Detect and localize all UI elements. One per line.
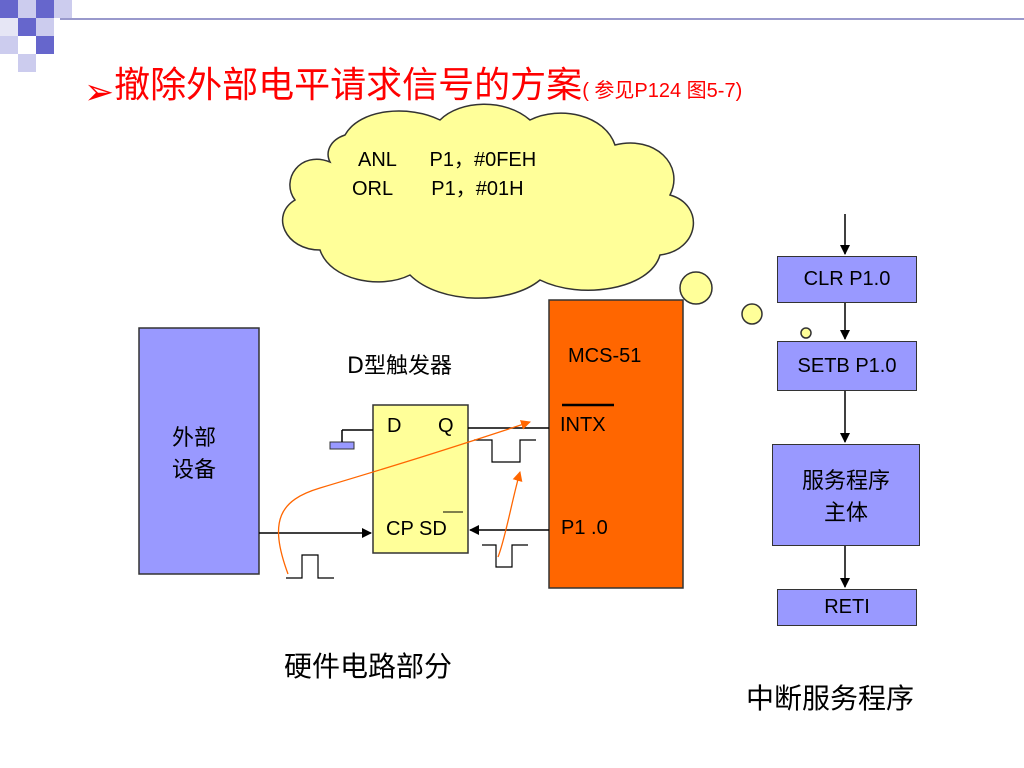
p10-waveform <box>482 544 528 568</box>
thought-bubble-small <box>800 327 812 339</box>
dff-q-pin: Q <box>438 415 454 437</box>
cloud-code-line-1: ANL P1，#0FEH <box>358 149 537 171</box>
clear-curve <box>497 471 523 558</box>
external-device-label-line-1: 外部 <box>172 426 217 451</box>
slide-title: ➢撤除外部电平请求信号的方案( 参见P124 图5-7) <box>84 56 742 113</box>
dff-cp-sd-pins: CP SD <box>386 518 447 540</box>
d-flipflop-box <box>372 404 469 554</box>
title-rule <box>60 18 1024 20</box>
dff-title: D型触发器 <box>347 354 452 379</box>
d-input-low-symbol <box>329 441 355 450</box>
mcu-label: MCS-51 <box>568 345 642 367</box>
thought-bubble-large <box>679 271 713 305</box>
cloud-code-line-2: ORL P1，#01H <box>352 178 524 200</box>
isr-caption: 中断服务程序 <box>746 682 915 715</box>
isr-body-line-2: 主体 <box>823 500 868 525</box>
p10-pin-label: P1 .0 <box>561 517 608 539</box>
isr-step-setb: SETB P1.0 <box>777 341 917 391</box>
thought-bubble-medium <box>741 303 763 325</box>
external-device-box <box>138 327 260 575</box>
arrow-bullet-icon: ➢ <box>84 72 115 113</box>
isr-body-line-1: 服务程序 <box>801 468 890 493</box>
isr-step-reti: RETI <box>777 589 917 626</box>
isr-step-clr: CLR P1.0 <box>777 256 917 303</box>
title-reference: ( 参见P124 图5-7) <box>582 80 743 102</box>
code-cloud <box>281 103 695 299</box>
trigger-curve <box>277 420 531 575</box>
hardware-caption: 硬件电路部分 <box>284 650 453 683</box>
intx-pin-label: INTX <box>560 414 606 436</box>
dff-d-pin: D <box>387 415 402 437</box>
title-main: 撤除外部电平请求信号的方案 <box>114 65 583 106</box>
device-waveform <box>286 554 334 579</box>
mcu-box <box>548 299 684 589</box>
external-device-label-line-2: 设备 <box>172 458 217 483</box>
intx-waveform <box>474 439 536 463</box>
isr-step-body: 服务程序 主体 <box>772 444 920 546</box>
